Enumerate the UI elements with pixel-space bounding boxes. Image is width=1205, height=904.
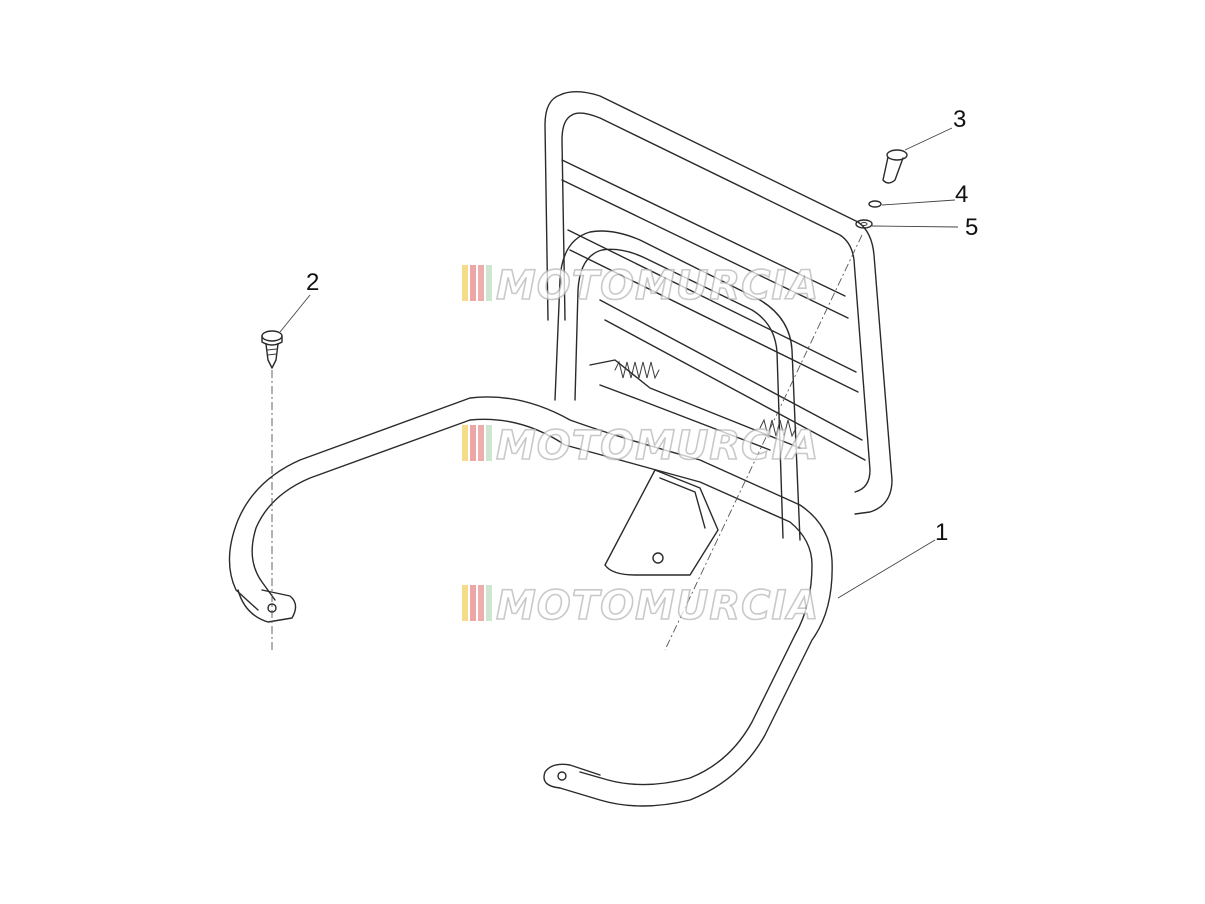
callout-4: 4 [955, 181, 968, 208]
mount-hole [652, 552, 664, 564]
rack-mount-plate [604, 469, 719, 576]
rack-frame-inner [561, 112, 871, 493]
callout-5: 5 [965, 214, 978, 241]
foot-hole-right [557, 771, 567, 781]
watermark-top-text: MOTOMURCIA [496, 263, 819, 309]
rack-hinge-rod [589, 359, 801, 451]
rack-spring-left [614, 360, 660, 380]
washer-part-5 [855, 219, 873, 229]
watermark-middle-text: MOTOMURCIA [496, 423, 819, 469]
screw-part-2 [261, 330, 283, 369]
watermark-top: MOTOMURCIA [462, 262, 819, 310]
washer-part-4 [868, 200, 882, 208]
grab-rail-outer [228, 396, 833, 807]
rail-foot-left [237, 589, 297, 623]
callout-2: 2 [306, 269, 319, 296]
grab-rail-inner [251, 418, 813, 786]
leader-3 [904, 127, 953, 151]
watermark-bottom-text: MOTOMURCIA [496, 583, 819, 629]
callout-1: 1 [935, 519, 948, 546]
watermark-bottom: MOTOMURCIA [462, 582, 819, 630]
rail-foot-right [543, 763, 601, 789]
pin-axis-line [664, 234, 863, 651]
leader-1 [837, 539, 936, 599]
leader-5 [871, 225, 959, 228]
rack-support-arch [554, 230, 801, 541]
leader-2 [279, 294, 311, 333]
rack-frame-outer [544, 91, 893, 515]
rack-spring-right [759, 418, 797, 438]
pin-part-3 [882, 149, 908, 184]
rear-luggage-rack [228, 91, 893, 807]
watermark-middle: MOTOMURCIA [462, 422, 819, 470]
callout-3: 3 [953, 106, 966, 133]
rack-crossbars [561, 159, 866, 461]
leader-4 [881, 199, 956, 206]
